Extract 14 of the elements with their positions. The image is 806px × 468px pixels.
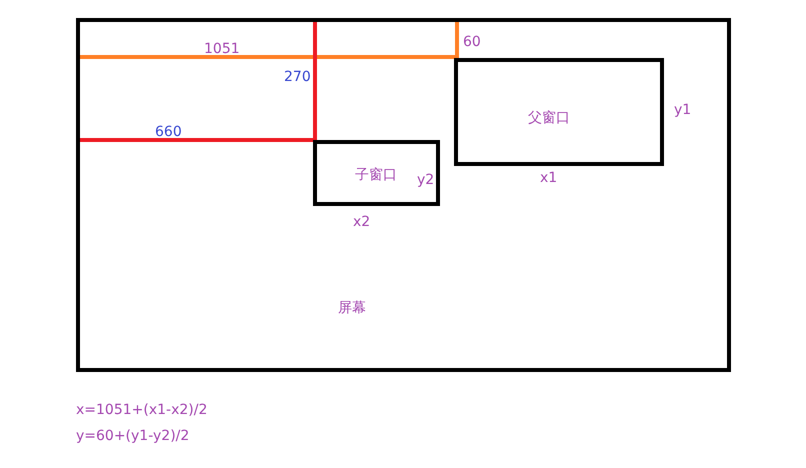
dimension-label: 60 xyxy=(463,34,481,50)
window-label: y2 xyxy=(417,172,434,188)
formula-text: x=1051+(x1-x2)/2 xyxy=(76,402,208,418)
dimension-label: 270 xyxy=(284,69,311,85)
window-label: 子窗口 xyxy=(355,167,397,183)
formula-text: y=60+(y1-y2)/2 xyxy=(76,428,190,444)
screen-box xyxy=(76,18,731,372)
window-label: 父窗口 xyxy=(528,110,570,126)
dimension-label: 660 xyxy=(155,124,182,140)
dimension-label: x2 xyxy=(353,214,370,230)
dimension-label: 1051 xyxy=(204,41,240,57)
window-label: 屏幕 xyxy=(338,300,366,316)
dimension-label: y1 xyxy=(674,102,692,118)
dimension-label: x1 xyxy=(540,170,558,186)
